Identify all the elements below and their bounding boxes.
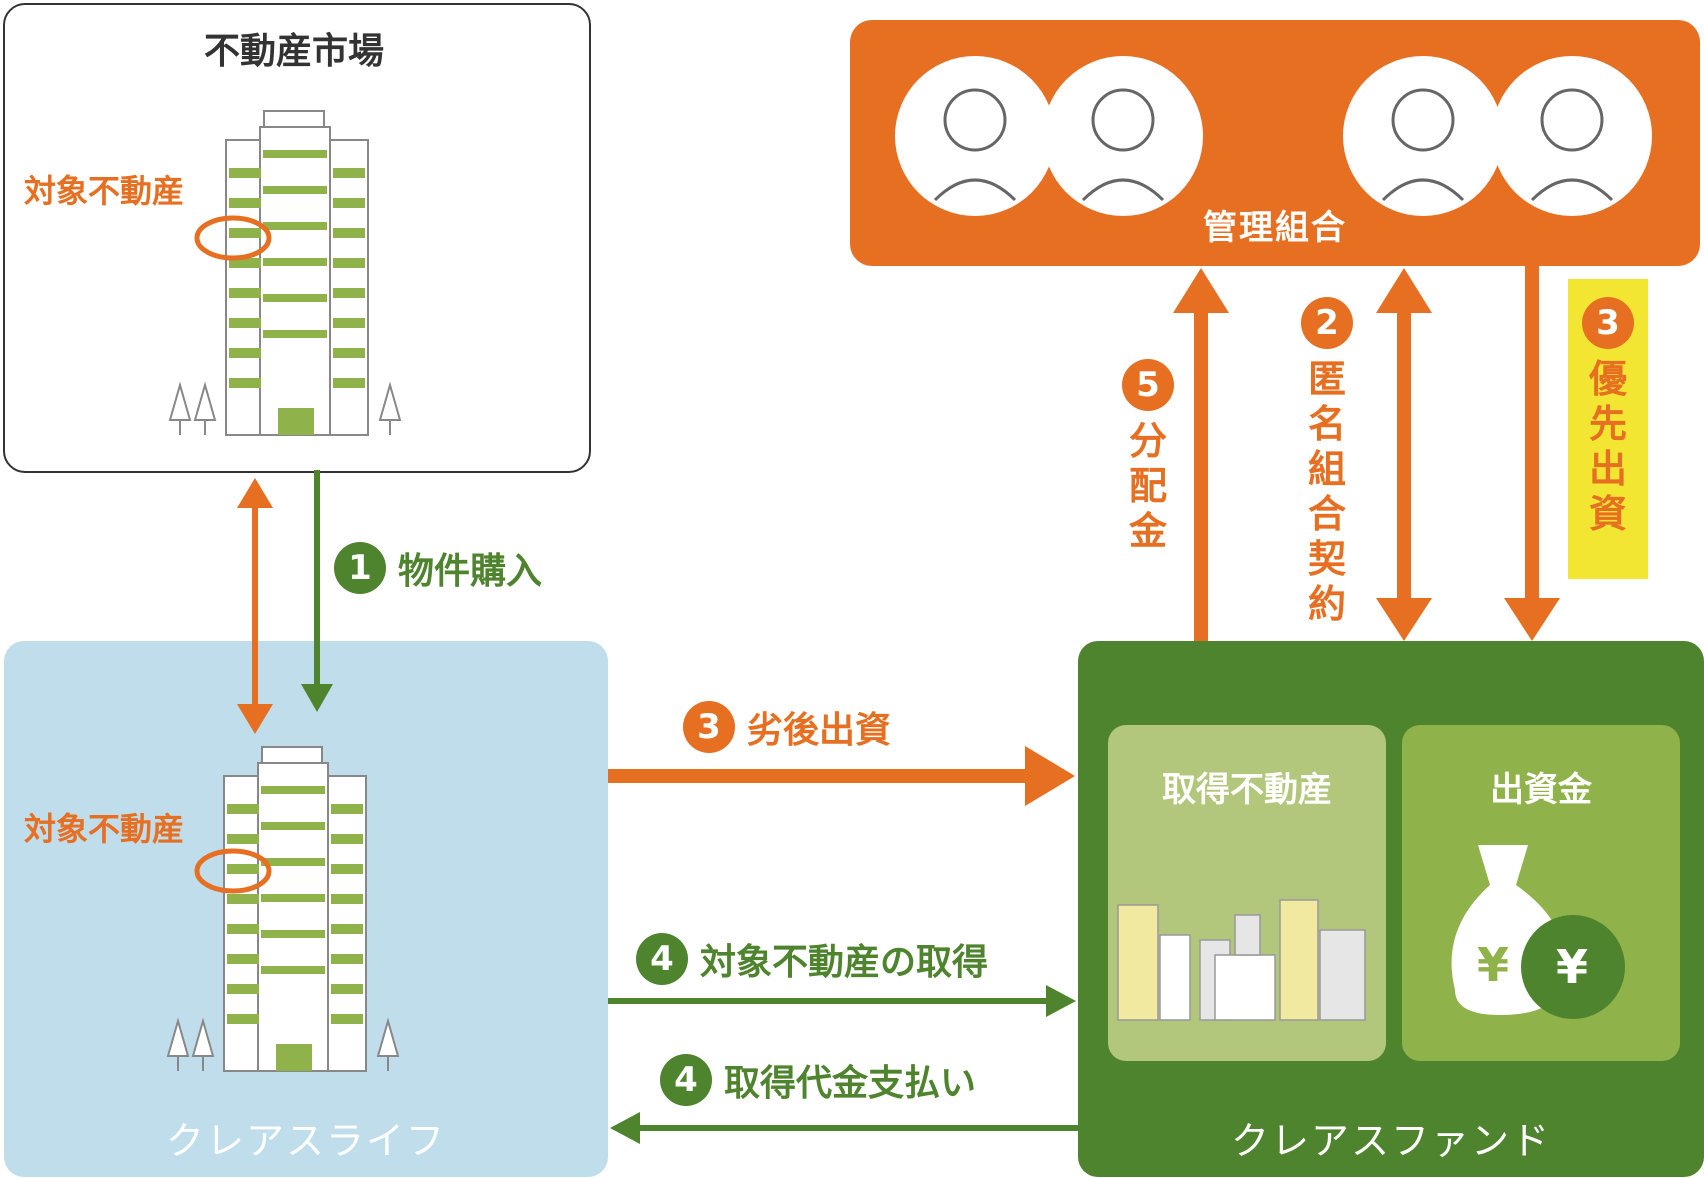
step-4-acquire-text: 対象不動産の取得	[700, 942, 989, 983]
step-1-badge: 1	[334, 542, 386, 594]
step-3-preferred-badge: 3	[1582, 297, 1634, 349]
money-bag-icon	[1451, 845, 1625, 1019]
building-icon-clear-life	[166, 746, 400, 1072]
step-1-text: 物件購入	[398, 551, 543, 592]
step-5-distribution-label: 5 分配金	[1122, 359, 1174, 554]
step-5-badge: 5	[1122, 359, 1174, 411]
step-3-badge: 3	[683, 701, 735, 753]
step-4-payment-label: 4 取得代金支払い	[660, 1054, 976, 1106]
arrow-payment	[610, 1112, 1078, 1144]
yen-symbol-bag: ¥	[1477, 938, 1510, 992]
arrow-preferred-investment	[1504, 266, 1560, 641]
step-5-text: 分配金	[1128, 419, 1167, 553]
arrow-subordinated-investment	[608, 746, 1075, 806]
arrow-market-life-bidirectional	[237, 478, 273, 734]
target-property-tag-market: 対象不動産	[24, 172, 185, 210]
investor-avatars	[895, 56, 1652, 216]
step-4-badge: 4	[636, 933, 688, 985]
step-3-preferred-label: 3 優先出資	[1582, 297, 1634, 537]
step-4-payment-text: 取得代金支払い	[724, 1063, 977, 1104]
step-1-label: 1 物件購入	[334, 542, 542, 594]
target-property-tag-clear-life: 対象不動産	[24, 810, 185, 848]
clear-life-label: クレアスライフ	[165, 1119, 446, 1163]
yen-symbol-coin: ¥	[1556, 940, 1589, 994]
management-union-label: 管理組合	[1203, 208, 1347, 248]
building-icon-market	[168, 110, 402, 436]
market-title: 不動産市場	[203, 31, 384, 72]
arrow-acquire-property	[608, 985, 1076, 1017]
clear-fund-label: クレアスファンド	[1230, 1119, 1551, 1163]
step-3-subordinated-text: 劣後出資	[747, 710, 892, 751]
step-3-preferred-text: 優先出資	[1588, 357, 1627, 536]
target-highlight-ring-clear-life	[194, 848, 272, 894]
target-highlight-ring-market	[194, 215, 272, 261]
city-skyline-icon	[1117, 899, 1366, 1021]
step-4-badge-payment: 4	[660, 1054, 712, 1106]
arrow-purchase	[301, 470, 333, 712]
capital-title: 出資金	[1490, 770, 1592, 810]
arrow-distribution	[1173, 268, 1229, 641]
arrow-anonymous-partnership	[1376, 268, 1432, 641]
acquired-property-title: 取得不動産	[1162, 770, 1332, 810]
step-3-subordinated-label: 3 劣後出資	[683, 701, 891, 753]
step-2-text: 匿名組合契約	[1307, 357, 1346, 626]
step-2-badge: 2	[1301, 297, 1353, 349]
step-2-partnership-label: 2 匿名組合契約	[1301, 297, 1353, 627]
step-4-acquire-label: 4 対象不動産の取得	[636, 933, 988, 985]
